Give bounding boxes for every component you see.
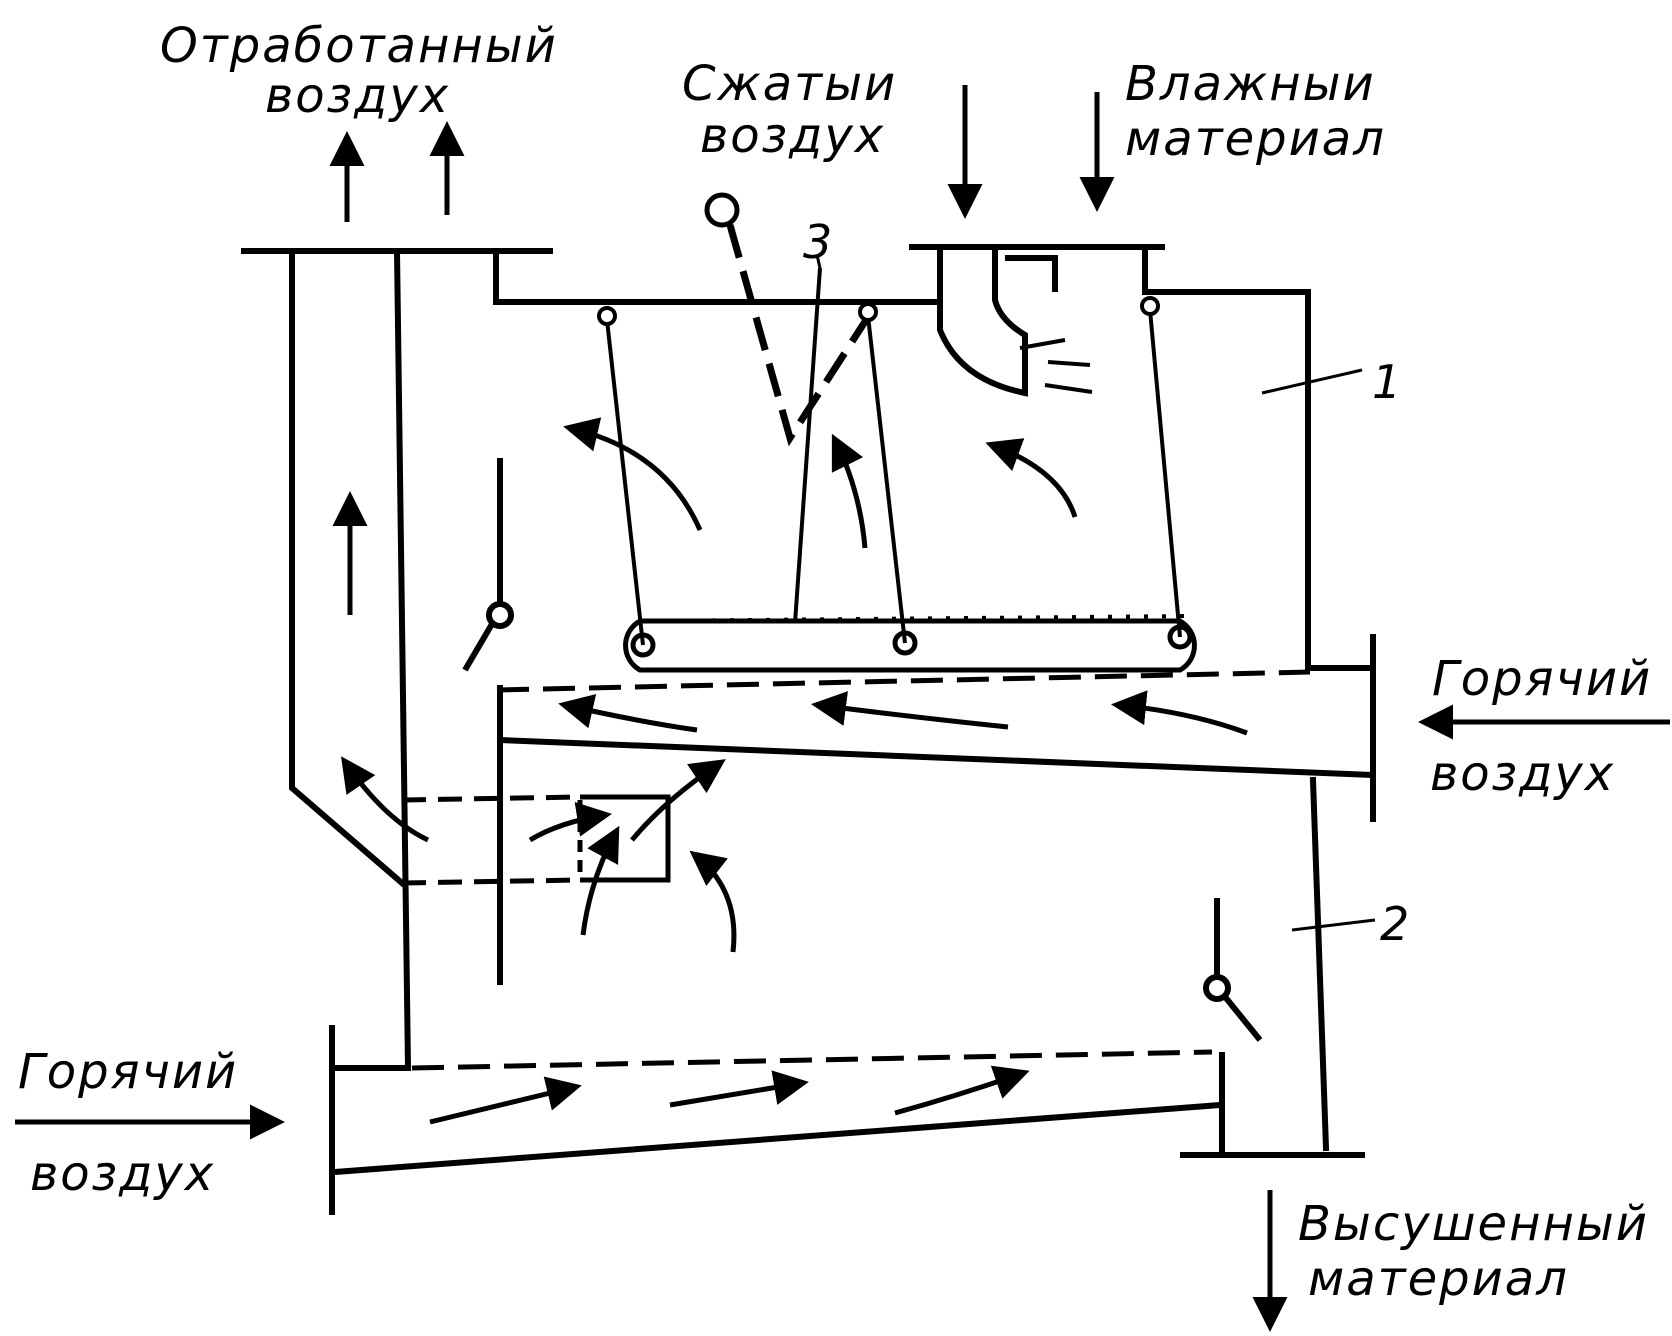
wet-material-label-line2: материал [1125, 111, 1386, 167]
hot-air-left-label-line2: воздух [30, 1146, 215, 1202]
dried-material-label-line1: Высушенный [1298, 1196, 1649, 1252]
hot-air-right-label-line1: Горячий [1432, 651, 1652, 707]
vibrating-tray [623, 618, 1197, 673]
dried-material-label-line2: материал [1308, 1251, 1569, 1307]
left-damper [462, 458, 514, 672]
lower-grate [411, 1049, 1213, 1071]
compressed-air-label-line2: воздух [700, 108, 885, 164]
dryer-walls [241, 244, 1330, 1152]
compressed-air-line [704, 192, 869, 447]
hot-air-right-label-line2: воздух [1430, 746, 1615, 802]
upper-grate [496, 669, 1311, 693]
wet-material-label-line1: Влажныи [1125, 56, 1376, 112]
feed-pipe [937, 248, 1058, 397]
right-damper [1203, 898, 1263, 1042]
leader-lines [815, 254, 1376, 932]
flow-arrows [332, 417, 1248, 1125]
spray-marks [1019, 338, 1093, 394]
exhaust-air-label-line2: воздух [265, 68, 450, 124]
exhaust-air-label-line1: Отработанный [160, 18, 558, 74]
hot-air-left-label-line1: Горячий [18, 1044, 238, 1100]
upper-hot-air-duct [499, 634, 1376, 822]
compressed-air-label-line1: Сжатыи [682, 56, 897, 112]
tray-hangers [597, 267, 1191, 646]
bypass-channel [401, 794, 671, 886]
part-number-1: 1 [1372, 355, 1401, 409]
lower-hot-air-duct [329, 1025, 1365, 1215]
external-arrows [15, 85, 1670, 1332]
part-number-2: 2 [1380, 897, 1409, 951]
